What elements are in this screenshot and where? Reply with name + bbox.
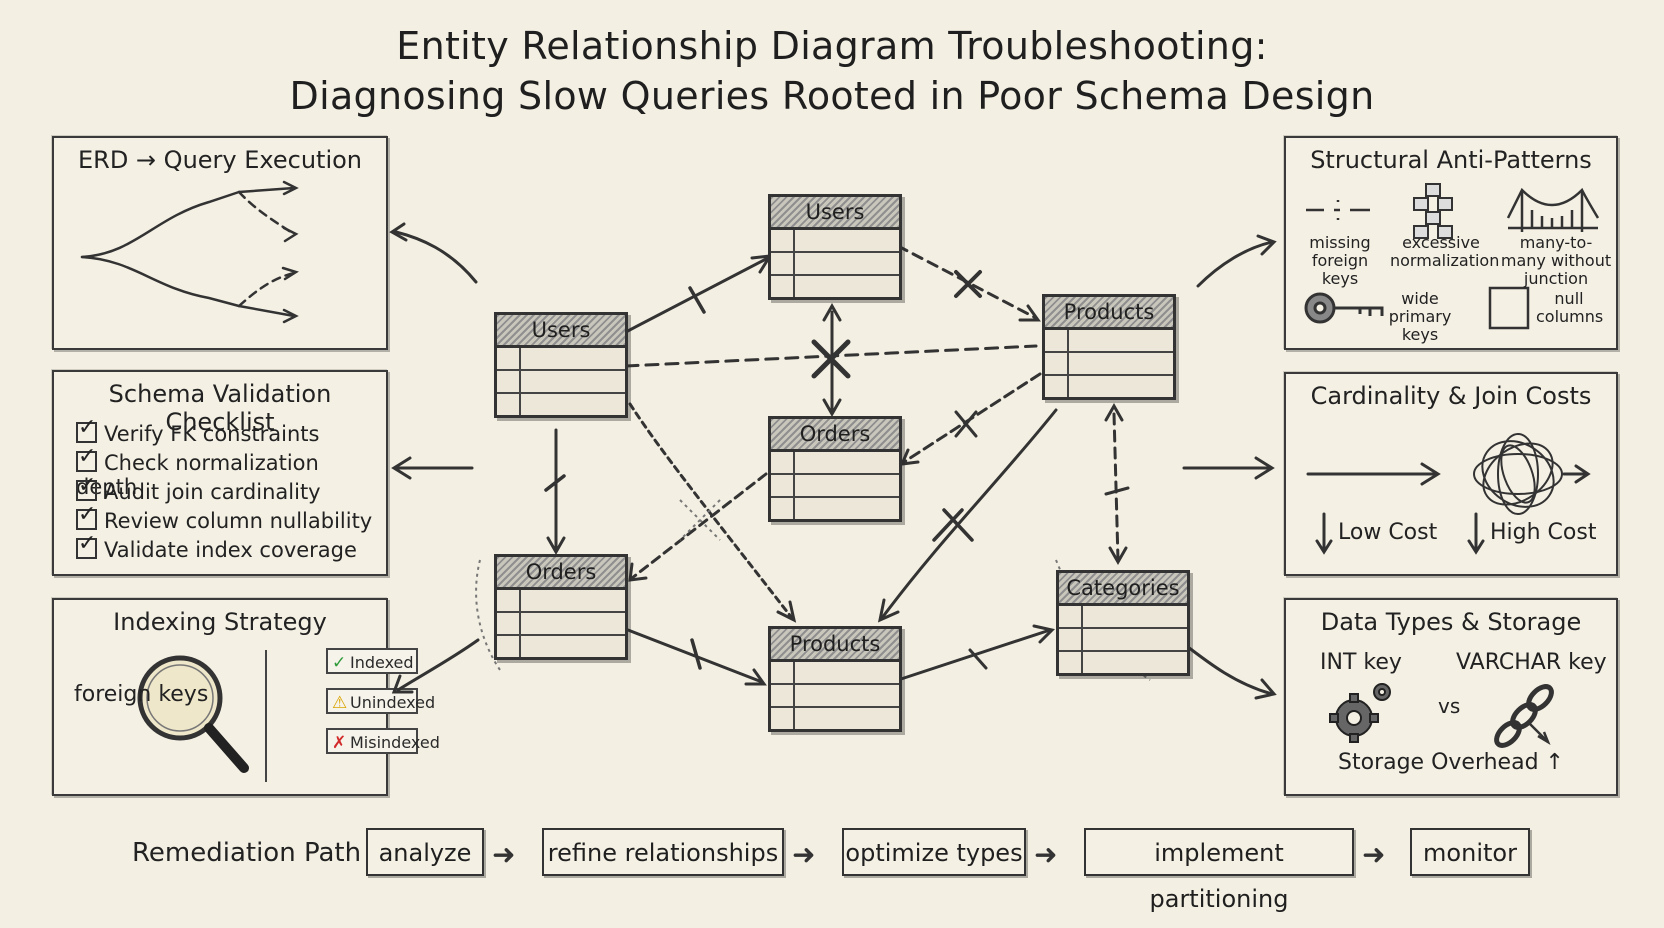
flag-indexed: ✓Indexed — [326, 648, 418, 674]
checklist-item: Review column nullability — [76, 502, 372, 533]
diagram-title: Entity Relationship Diagram Troubleshoot… — [396, 24, 1268, 68]
null-column-icon — [1488, 286, 1530, 330]
indexing-strategy-title: Indexing Strategy — [113, 608, 327, 636]
check-icon: ✓ — [332, 653, 347, 673]
table-header: Users — [497, 315, 625, 348]
diagram-subtitle: Diagnosing Slow Queries Rooted in Poor S… — [289, 74, 1375, 118]
cross-icon: ✗ — [332, 733, 347, 753]
checklist-item: Verify FK constraints — [76, 415, 319, 446]
warning-icon: ⚠ — [332, 693, 348, 713]
label-excessive-normalization: excessive normalization — [1390, 233, 1500, 270]
erd-table-orders-left: Orders — [494, 554, 628, 660]
erd-table-orders-center: Orders — [768, 416, 902, 522]
label-null-columns: null columns — [1536, 289, 1604, 326]
checkbox-icon — [76, 444, 97, 472]
erd-query-title: ERD → Query Execution — [77, 146, 363, 174]
chain-icon — [1494, 684, 1554, 748]
erd-table-users-top: Users — [768, 194, 902, 300]
table-header: Users — [771, 197, 899, 230]
foreign-keys-label: foreign keys — [74, 682, 209, 707]
table-header: Orders — [771, 419, 899, 452]
data-types-panel: Data Types & Storage INT key VARCHAR key… — [1284, 598, 1618, 796]
arrow-right-icon: ➜ — [1362, 838, 1386, 871]
schema-checklist-panel: Schema Validation Checklist Verify FK co… — [52, 370, 388, 576]
arrow-right-icon: ➜ — [492, 838, 516, 871]
step-implement-partitioning: implement partitioning — [1084, 828, 1354, 913]
indexing-strategy-panel: Indexing Strategy foreign keys ✓Indexed … — [52, 598, 440, 796]
erd-table-products-bottom: Products — [768, 626, 902, 732]
low-cost-label: Low Cost — [1338, 520, 1438, 545]
label-wide-primary-keys: wide primary keys — [1388, 289, 1452, 344]
step-analyze: analyze — [366, 828, 484, 876]
checklist-item: Audit join cardinality — [76, 473, 321, 504]
table-header: Categories — [1059, 573, 1187, 606]
table-header: Products — [1045, 297, 1173, 330]
schema-checklist-title: Schema Validation Checklist — [108, 380, 332, 436]
anti-patterns-title: Structural Anti-Patterns — [1310, 146, 1592, 174]
erd-table-categories: Categories — [1056, 570, 1190, 676]
step-monitor: monitor — [1410, 828, 1530, 876]
flag-misindexed: ✗Misindexed — [326, 728, 440, 754]
int-key-label: INT key — [1320, 650, 1402, 675]
data-type-icons — [1329, 683, 1554, 748]
checkbox-icon — [76, 502, 97, 530]
checkbox-icon — [76, 415, 97, 443]
erd-query-panel: ERD → Query Execution — [52, 136, 388, 350]
gear-icon — [1329, 683, 1391, 743]
storage-overhead-label: Storage Overhead ↑ — [1338, 750, 1564, 775]
blocks-icon — [1413, 183, 1453, 239]
flag-unindexed: ⚠Unindexed — [326, 688, 435, 714]
tangle-icon — [1473, 433, 1563, 515]
erd-table-products-right: Products — [1042, 294, 1176, 400]
magnifier-icon — [137, 650, 267, 782]
table-header: Orders — [497, 557, 625, 590]
step-refine-relationships: refine relationships — [542, 828, 784, 876]
key-icon — [1304, 292, 1384, 324]
arrow-right-icon: ➜ — [1034, 838, 1058, 871]
label-many-to-many: many-to-many without junction — [1500, 233, 1612, 288]
remediation-path-label: Remediation Path — [132, 838, 362, 868]
arrow-right-icon: ➜ — [792, 838, 816, 871]
label-missing-fk: missing foreign keys — [1309, 233, 1371, 288]
query-branch-icon — [80, 180, 299, 324]
cardinality-title: Cardinality & Join Costs — [1310, 382, 1592, 410]
anti-patterns-panel: Structural Anti-Patterns missing foreign… — [1284, 136, 1618, 350]
varchar-key-label: VARCHAR key — [1456, 650, 1607, 675]
cardinality-illustration — [1306, 433, 1591, 555]
table-header: Products — [771, 629, 899, 662]
high-cost-label: High Cost — [1490, 520, 1597, 545]
cardinality-panel: Cardinality & Join Costs Low Cost High C… — [1284, 372, 1618, 576]
erd-table-users-left: Users — [494, 312, 628, 418]
data-types-title: Data Types & Storage — [1320, 608, 1582, 636]
checkbox-icon — [76, 531, 97, 559]
checkbox-icon — [76, 473, 97, 501]
anti-pattern-icons — [1304, 183, 1600, 330]
vs-label: vs — [1438, 694, 1461, 718]
checklist-item: Validate index coverage — [76, 531, 357, 562]
missing-fk-icon — [1306, 200, 1370, 220]
bridge-icon — [1506, 187, 1600, 232]
step-optimize-types: optimize types — [842, 828, 1026, 876]
